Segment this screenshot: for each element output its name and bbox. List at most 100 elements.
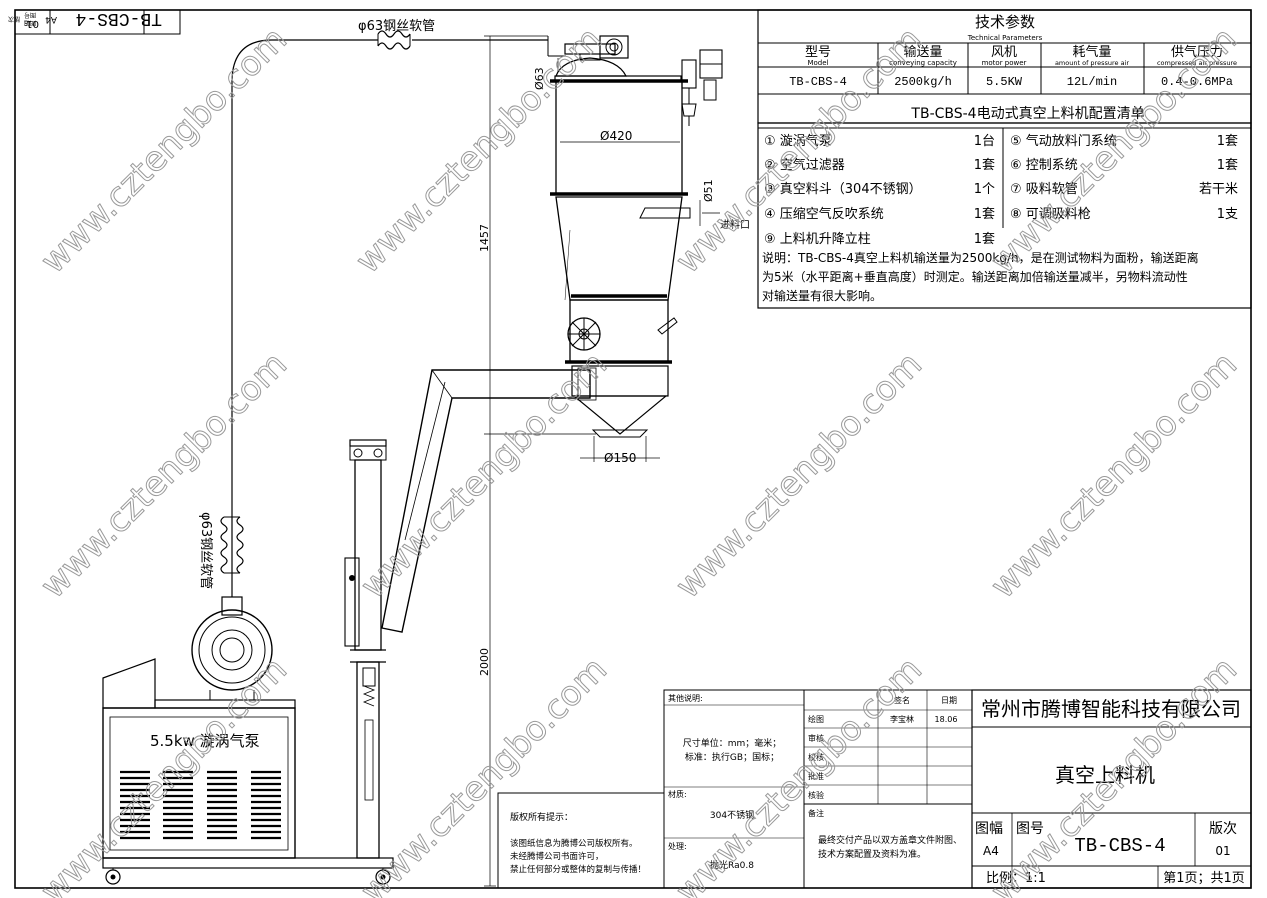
dimension-lines: [484, 35, 720, 887]
config-note-line: 说明：TB-CBS-4真空上料机输送量为2500kg/h，是在测试物料为面粉，输…: [762, 250, 1199, 265]
config-left-item: ③ 真空料斗（304不锈钢）: [764, 182, 922, 197]
vacuum-hopper: [547, 35, 723, 438]
copyright-line: 未经腾博公司书面许可，: [510, 851, 604, 862]
tech-header-pressure-en: compressed air pressure: [1157, 59, 1237, 67]
corner-size: A4: [45, 14, 57, 24]
config-right-item: ⑤ 气动放料门系统: [1010, 133, 1117, 149]
dim-d63: Ø63: [533, 67, 546, 90]
row-label-check: 校核: [808, 752, 824, 762]
tech-header-capacity: 输送量: [903, 44, 942, 60]
config-note-line: 对输送量有很大影响。: [762, 288, 882, 303]
tech-value-capacity: 2500kg/h: [894, 75, 952, 89]
dim-h2000: 2000: [478, 648, 491, 676]
config-left-qty: 1套: [974, 231, 995, 247]
config-right-qty: 1套: [1217, 157, 1238, 173]
config-left-item: ④ 压缩空气反吹系统: [764, 206, 884, 222]
drawer-name: 李宝林: [890, 714, 914, 724]
config-right-item: ⑥ 控制系统: [1010, 158, 1078, 173]
config-left-item: ⑨ 上料机升降立柱: [764, 232, 871, 247]
dim-d420: Ø420: [600, 129, 632, 143]
config-title: TB-CBS-4电动式真空上料机配置清单: [910, 106, 1144, 122]
row-label-draw: 绘图: [808, 714, 824, 724]
watermark-text: www.cztengbo.com: [33, 345, 295, 607]
row-label-verify: 核验: [808, 790, 824, 800]
lifting-column: [344, 439, 387, 859]
config-left-qty: 1个: [974, 182, 995, 197]
copyright-line: 禁止任何部分或整体的复制与传播！: [510, 864, 646, 875]
corner-version: 01: [26, 18, 39, 29]
tech-header-air: 耗气量: [1072, 44, 1111, 60]
size-label: 图幅: [975, 821, 1003, 837]
tech-header-pressure: 供气压力: [1171, 44, 1223, 60]
config-right-qty: 若干米: [1199, 181, 1238, 197]
tech-header-fan: 风机: [991, 45, 1017, 60]
corner-version-label: 版次: [8, 15, 20, 23]
draw-date: 18.06: [935, 715, 958, 724]
watermark-text: www.cztengbo.com: [33, 650, 295, 898]
tech-value-fan: 5.5KW: [986, 75, 1023, 89]
config-left-qty: 1套: [974, 206, 995, 222]
tech-value-pressure: 0.4-0.6MPa: [1161, 75, 1233, 89]
company-name: 常州市腾博智能科技有限公司: [981, 697, 1241, 721]
remark-line: 技术方案配置及资料为准。: [818, 848, 926, 860]
tech-title-en: Technical Parameters: [967, 34, 1043, 42]
tech-header-capacity-en: conveying capacity: [889, 59, 957, 67]
config-list-table: [757, 122, 1252, 309]
row-label-review: 审核: [808, 733, 824, 743]
size-value: A4: [983, 844, 999, 858]
config-right-qty: 1支: [1217, 207, 1238, 222]
corner-title-block: TB-CBS-4 A4 图幅 图号 01 版次: [8, 8, 181, 35]
config-left-item: ① 漩涡气泵: [764, 133, 832, 149]
config-right-item: ⑦ 吸料软管: [1010, 182, 1078, 197]
scale-label: 比例：1:1: [986, 871, 1046, 886]
watermark-text: www.cztengbo.com: [983, 650, 1245, 898]
version-value: 01: [1215, 844, 1230, 858]
corner-size-label: 图幅: [24, 19, 36, 27]
dim-d51: Ø51: [702, 179, 715, 202]
config-left-qty: 1台: [974, 134, 995, 149]
config-right-qty: 1套: [1217, 133, 1238, 149]
copyright-line: 该图纸信息为腾博公司版权所有。: [510, 838, 638, 849]
config-note-line: 为5米（水平距离+垂直高度）时测定。输送距离加倍输送量减半，另物料流动性: [762, 269, 1188, 284]
row-label-approve: 批准: [808, 771, 824, 781]
dim-h1457: 1457: [478, 224, 491, 252]
cabinet-vents: [120, 770, 281, 840]
config-right-item: ⑧ 可调吸料枪: [1010, 206, 1091, 222]
version-label: 版次: [1209, 821, 1237, 837]
watermark-text: www.cztengbo.com: [983, 345, 1245, 607]
config-left-item: ② 空气过滤器: [764, 157, 845, 173]
tech-title: 技术参数: [975, 13, 1035, 31]
units-line2: 标准：执行GB；国标；: [685, 751, 779, 763]
hose-top-label: φ63钢丝软管: [358, 19, 435, 34]
remark-line: 最终交付产品以双方盖章文件附图、: [818, 834, 962, 846]
hose-left-label: φ63钢丝软管: [198, 512, 213, 589]
watermark-text: www.cztengbo.com: [668, 345, 930, 607]
title-block: [497, 689, 1252, 889]
tech-header-air-en: amount of pressure air: [1055, 59, 1129, 67]
dim-d150: Ø150: [604, 451, 636, 465]
treatment-label: 处理:: [668, 841, 687, 851]
corner-no-label: 图号: [24, 11, 36, 18]
material-value: 304不锈钢: [710, 809, 754, 821]
hose-line: [220, 30, 548, 597]
row-label-remark: 备注: [808, 808, 824, 818]
tech-header-model-en: Model: [807, 59, 828, 67]
units-line1: 尺寸单位：mm；毫米；: [683, 737, 782, 749]
tech-value-air: 12L/min: [1067, 75, 1117, 89]
copyright-title: 版权所有提示：: [510, 811, 573, 823]
drawing-no-label: 图号: [1016, 821, 1044, 837]
vortex-pump-cabinet: [102, 658, 394, 885]
product-name: 真空上料机: [1055, 763, 1155, 787]
date-label: 日期: [941, 696, 957, 705]
corner-drawing-no: TB-CBS-4: [76, 8, 162, 28]
inlet-label: 进料口: [720, 218, 750, 231]
watermark-text: www.cztengbo.com: [668, 650, 930, 898]
sign-label: 签名: [894, 695, 910, 705]
tech-value-model: TB-CBS-4: [789, 75, 847, 89]
material-label: 材质:: [668, 789, 687, 799]
config-left-qty: 1套: [974, 157, 995, 173]
watermark-text: www.cztengbo.com: [33, 20, 295, 282]
vortex-blower: [191, 596, 273, 700]
treatment-value: 抛光Ra0.8: [710, 859, 754, 871]
